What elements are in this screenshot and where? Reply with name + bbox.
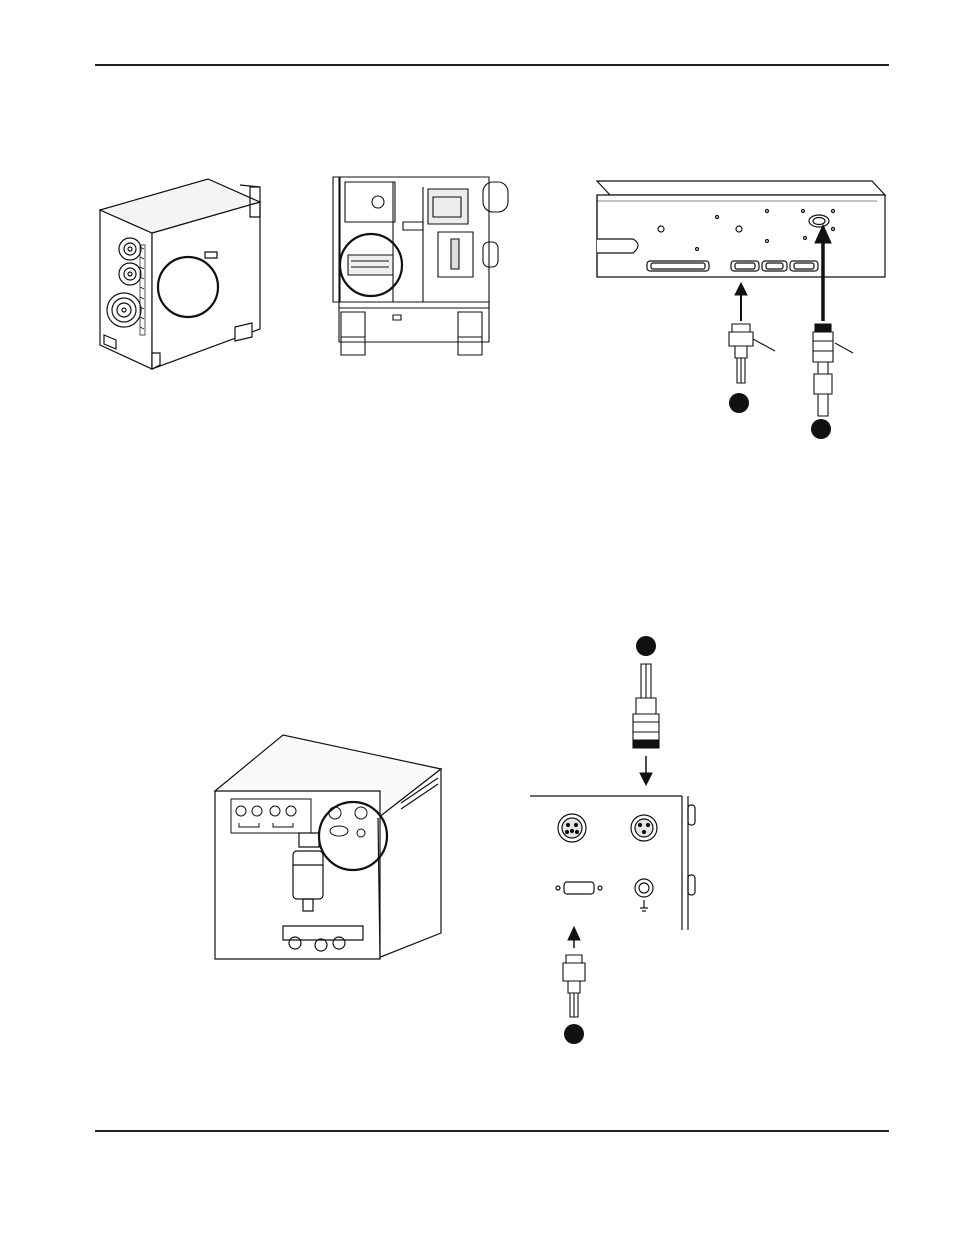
power-supply-open-figure [333,177,508,360]
db-connector-2 [762,261,787,271]
control-board-panel-figure [597,181,862,439]
gas-console-figure [213,733,445,961]
power-supply-cabinet-icon [100,179,260,369]
reference-marker-4 [564,1024,584,1044]
power-supply-rear-figure [100,177,265,372]
footer-rule [95,1130,889,1132]
gas-inlet-fittings [283,926,363,951]
reference-marker-3 [636,636,656,656]
db9-port [556,882,602,894]
ground-terminal [635,879,653,911]
reference-marker-1 [729,393,749,413]
circular-socket [809,215,829,227]
callout-circle [158,257,218,317]
cable-arrow-down [640,756,652,785]
round-cable-plug-icon [813,324,853,416]
callout-circle [319,802,387,870]
control-board-connectors-icon [597,181,885,277]
multi-pin-socket-small [631,815,657,841]
cooling-fan-large-icon [107,293,141,327]
db-connector-1 [731,261,759,271]
header-rule [95,64,889,66]
cable-arrow-right [815,225,831,321]
db-connector-3 [790,261,818,271]
reference-marker-2 [811,419,831,439]
cooling-fan-top-icon [119,238,141,260]
db-cable-plug-icon [563,955,585,1017]
power-supply-interior-icon [333,177,508,355]
gas-console-panel-figure [530,636,710,1044]
cooling-fan-middle-icon [119,263,141,285]
multi-pin-socket-large [558,814,586,842]
db-cable-plug-icon [729,324,775,383]
db-connector-large [647,261,709,271]
round-cable-plug-icon [633,664,659,748]
cable-arrow-left [735,283,747,321]
gas-console-cabinet-icon [215,735,441,959]
gas-console-connector-panel-icon [530,796,695,930]
cable-arrow-up [568,927,580,948]
callout-circle [340,234,402,296]
vent-grille [140,245,145,335]
